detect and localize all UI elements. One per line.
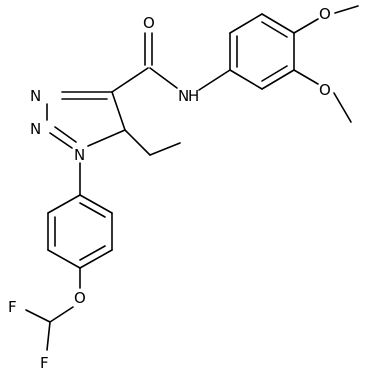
bond-meta-o bbox=[293, 69, 319, 85]
atom-triazole-n1: N bbox=[74, 146, 85, 164]
bond-aryl-3 bbox=[261, 13, 295, 34]
bond-para-o bbox=[293, 18, 319, 34]
bond-phenyl-4 bbox=[47, 249, 81, 269]
bond-carbonyl-c-ring bbox=[111, 67, 149, 93]
bond-triazole-n1-c5 bbox=[87, 129, 126, 147]
bond-nh-aryl bbox=[198, 69, 231, 91]
bond-aryl-6 bbox=[229, 69, 263, 90]
bond-phenyl-1 bbox=[79, 194, 113, 214]
atom-fluorine-top: F bbox=[8, 298, 17, 316]
bond-o-chf2 bbox=[49, 306, 74, 323]
bond-ethyl-2 bbox=[149, 142, 181, 156]
bonds bbox=[25, 5, 359, 351]
atom-amide-h: H bbox=[188, 87, 199, 105]
atom-labels: O N H N N N O O O F F bbox=[8, 5, 331, 372]
bond-aryl-2 bbox=[229, 13, 263, 34]
atom-amide-n: N bbox=[178, 87, 189, 105]
bond-aryl-5-inner bbox=[261, 65, 288, 82]
bond-phenyl-3-inner bbox=[79, 245, 106, 261]
bond-aryl-5 bbox=[261, 69, 295, 90]
bond-triazole-c5-c4 bbox=[111, 91, 126, 131]
bond-aryl-3-inner bbox=[261, 21, 288, 38]
atom-carbonyl-oxygen: O bbox=[143, 14, 155, 32]
bond-para-methyl bbox=[334, 5, 359, 14]
atom-ether-oxygen: O bbox=[74, 289, 86, 307]
atom-methoxy-o-meta: O bbox=[319, 81, 331, 99]
bond-meta-methyl bbox=[333, 92, 352, 123]
bond-triazole-n2-n1-a bbox=[49, 132, 73, 149]
atom-triazole-n2: N bbox=[30, 120, 41, 138]
atom-triazole-n3: N bbox=[30, 87, 41, 105]
bond-phenyl-6 bbox=[47, 194, 81, 214]
bond-chf2-f-bottom bbox=[46, 321, 51, 351]
atom-methoxy-o-para: O bbox=[319, 5, 331, 23]
bond-phenyl-3 bbox=[79, 249, 113, 269]
bond-carbonyl-c-n bbox=[149, 67, 178, 89]
bond-chf2-f-top bbox=[25, 309, 51, 323]
bond-ethyl-1 bbox=[124, 129, 151, 156]
atom-fluorine-bottom: F bbox=[40, 354, 49, 372]
bond-triazole-n2-n1-b bbox=[54, 126, 77, 143]
bond-phenyl-1-inner bbox=[79, 202, 106, 218]
